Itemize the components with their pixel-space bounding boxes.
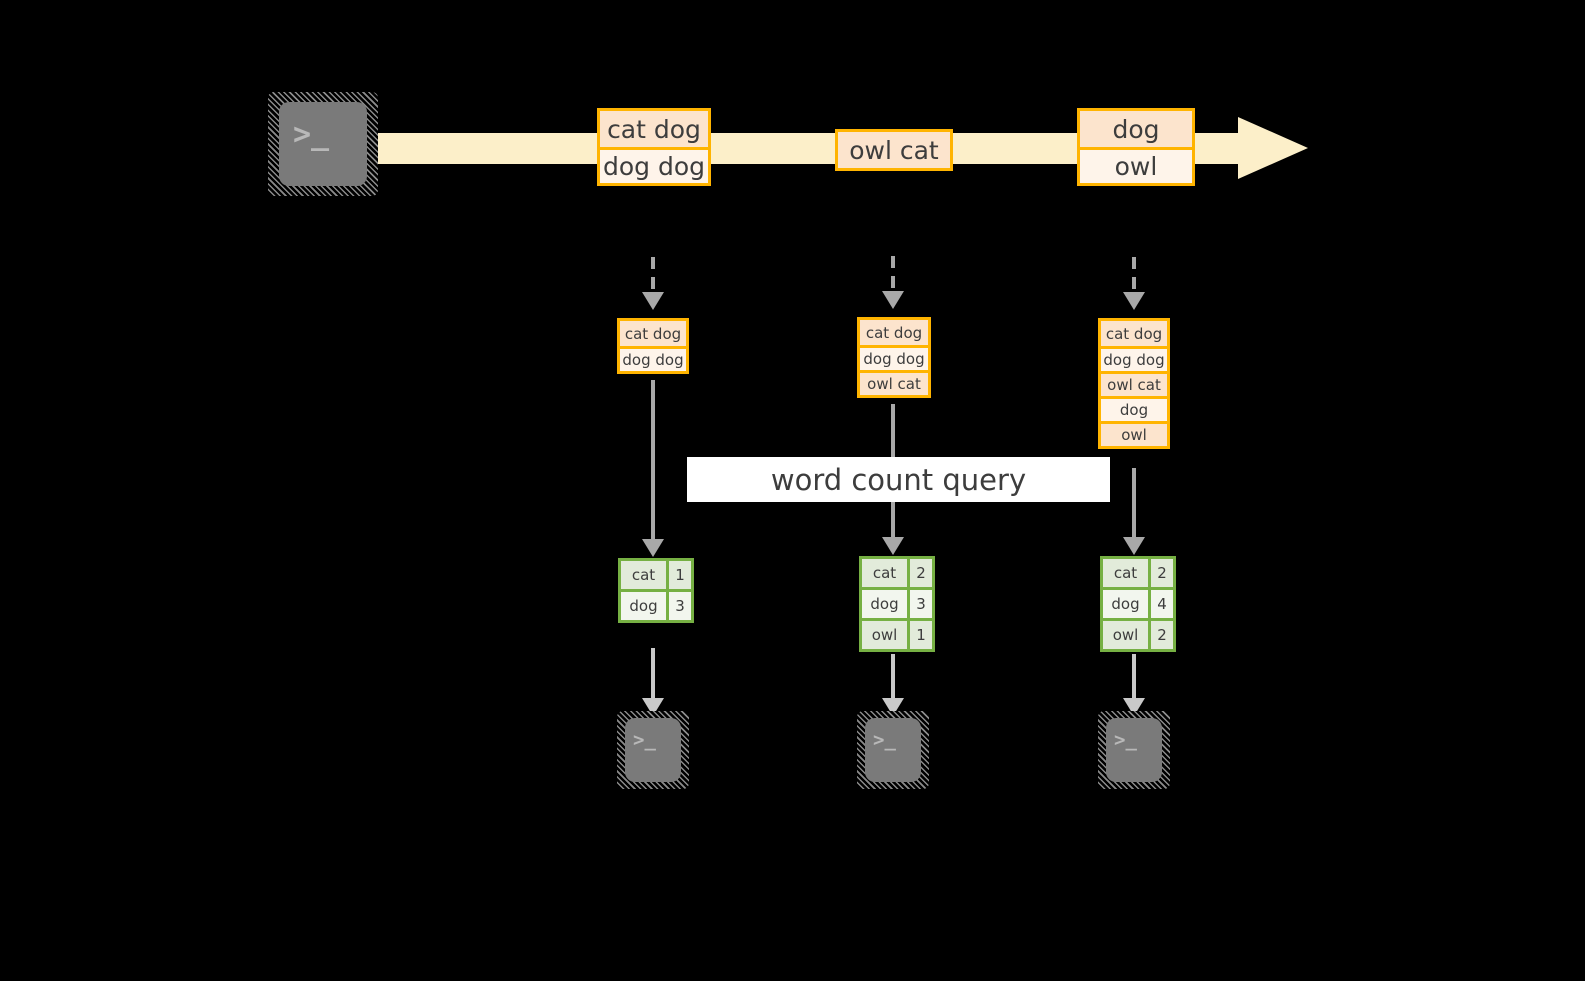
terminal-body [1106,718,1162,782]
snapshot-line: owl cat [1101,371,1167,396]
result-count: 2 [1148,559,1173,587]
query-arrowhead-3 [1123,537,1145,555]
snapshot-line: dog [1101,396,1167,421]
snapshot-input-3: cat dog dog dog owl cat dog owl [1098,318,1170,449]
result-count: 1 [666,561,691,589]
result-table-3: cat 2 dog 4 owl 2 [1100,556,1176,652]
result-count: 2 [1148,621,1173,649]
snapshot-line: dog dog [1101,346,1167,371]
snapshot-line: owl [1101,421,1167,446]
stream-record-1: cat dog dog dog [597,108,711,186]
result-table-1: cat 1 dog 3 [618,558,694,623]
terminal-prompt-glyph: >_ [873,729,896,751]
source-terminal-icon: >_ [268,92,378,196]
query-connector-3 [1132,468,1136,542]
result-word: cat [1103,559,1148,587]
result-count: 1 [907,621,932,649]
table-row: dog 4 [1103,587,1173,618]
table-row: cat 2 [1103,559,1173,587]
result-word: dog [621,592,666,620]
table-row: dog 3 [621,589,691,620]
query-arrowhead-1 [642,539,664,557]
terminal-body [279,102,367,186]
terminal-body [865,718,921,782]
result-to-sink-connector-1 [651,648,655,704]
result-count: 4 [1148,590,1173,618]
stream-to-snapshot-connector-2 [891,256,895,296]
stream-to-snapshot-connector-3 [1132,257,1136,297]
table-row: owl 1 [862,618,932,649]
table-row: cat 2 [862,559,932,587]
record-line: dog dog [600,147,708,183]
result-count: 3 [907,590,932,618]
sink-terminal-icon-1: >_ [617,711,689,789]
snapshot-line: dog dog [620,346,686,371]
terminal-prompt-glyph: >_ [293,117,330,152]
stream-record-2: owl cat [835,129,953,171]
snapshot-line: cat dog [1101,321,1167,346]
snapshot-line: cat dog [620,321,686,346]
snapshot-line: cat dog [860,320,928,345]
snapshot-input-2: cat dog dog dog owl cat [857,317,931,398]
terminal-body [625,718,681,782]
table-row: dog 3 [862,587,932,618]
table-row: cat 1 [621,561,691,589]
stream-to-snapshot-connector-1 [651,257,655,297]
stream-arrow-head [1238,117,1308,179]
result-count: 2 [907,559,932,587]
snapshot-line: dog dog [860,345,928,370]
stream-record-3: dog owl [1077,108,1195,186]
result-word: owl [1103,621,1148,649]
query-label-band: word count query [687,457,1110,502]
result-table-2: cat 2 dog 3 owl 1 [859,556,935,652]
snapshot-line: owl cat [860,370,928,395]
sink-terminal-icon-3: >_ [1098,711,1170,789]
result-word: dog [1103,590,1148,618]
stream-to-snapshot-arrowhead-2 [882,291,904,309]
result-to-sink-connector-3 [1132,654,1136,704]
terminal-prompt-glyph: >_ [1114,729,1137,751]
snapshot-input-1: cat dog dog dog [617,318,689,374]
record-line: cat dog [600,111,708,147]
result-count: 3 [666,592,691,620]
sink-terminal-icon-2: >_ [857,711,929,789]
query-connector-1 [651,380,655,542]
query-arrowhead-2 [882,537,904,555]
record-line: owl cat [838,132,950,168]
result-word: cat [862,559,907,587]
stream-to-snapshot-arrowhead-1 [642,292,664,310]
record-line: dog [1080,111,1192,147]
query-label-text: word count query [770,462,1027,497]
result-to-sink-connector-2 [891,654,895,704]
stream-to-snapshot-arrowhead-3 [1123,292,1145,310]
record-line: owl [1080,147,1192,183]
terminal-prompt-glyph: >_ [633,729,656,751]
result-word: owl [862,621,907,649]
table-row: owl 2 [1103,618,1173,649]
result-word: cat [621,561,666,589]
result-word: dog [862,590,907,618]
